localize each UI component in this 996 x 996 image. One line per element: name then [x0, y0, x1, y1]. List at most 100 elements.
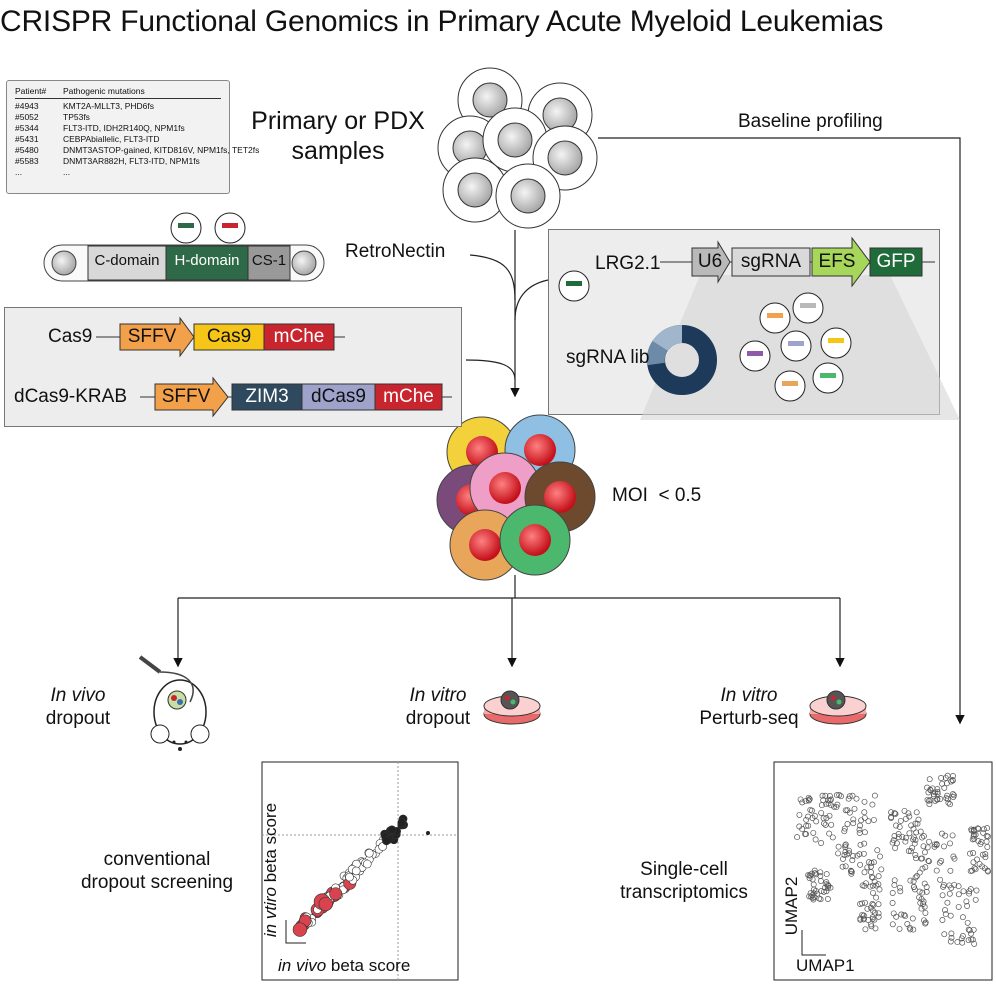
patient-id: #5431	[15, 134, 39, 144]
patient-mutations: TP53fs	[63, 112, 90, 122]
umap-point	[922, 864, 929, 871]
umap-point	[862, 899, 868, 906]
umap-point	[959, 939, 966, 946]
umap-point	[944, 792, 951, 799]
umap-point	[865, 917, 872, 923]
umap-point	[810, 829, 817, 836]
petri-dish-2	[809, 690, 867, 725]
umap-point	[874, 847, 881, 854]
umap-point	[870, 889, 876, 896]
umap-point	[913, 809, 920, 816]
umap-point	[888, 815, 895, 821]
umap-point	[856, 826, 863, 833]
umap-point	[807, 890, 814, 897]
umap-point	[875, 901, 882, 908]
patient-mutations: DNMT3AR882H, FLT3-ITD, NPM1fs	[63, 156, 200, 166]
umap-point	[919, 834, 926, 841]
umap-point	[826, 812, 833, 819]
umap-point	[948, 930, 955, 937]
umap-point	[983, 833, 990, 839]
umap-point	[820, 815, 827, 822]
umap-point	[959, 914, 966, 921]
umap-point	[823, 815, 830, 821]
umap-point	[859, 911, 866, 918]
umap-point	[907, 848, 914, 855]
patient-mutations: FLT3-ITD, IDH2R140Q, NPM1fs	[63, 123, 185, 133]
umap-point	[829, 834, 836, 841]
umap-point	[924, 796, 931, 803]
umap-point	[849, 857, 856, 864]
umap-ylabel: UMAP2	[782, 876, 801, 936]
umap-point	[895, 834, 902, 841]
cas9-name: Cas9	[48, 326, 93, 347]
umap-point	[970, 850, 977, 856]
umap-point	[871, 792, 878, 799]
umap-point	[863, 880, 869, 887]
c-domain-label: C-domain	[94, 252, 160, 269]
umap-point	[949, 791, 956, 798]
umap-point	[984, 825, 991, 832]
umap-point	[827, 884, 834, 891]
umap-point	[799, 826, 806, 833]
umap-point	[857, 841, 864, 848]
umap-point	[916, 894, 923, 901]
umap-point	[802, 831, 809, 837]
umap-point	[841, 852, 848, 858]
patient-row: #5431 CEBPAbiallelic, FLT3-ITD	[15, 134, 221, 145]
umap-point	[904, 921, 911, 927]
umap-point	[842, 844, 849, 851]
umap-point	[947, 840, 953, 847]
umap-point	[820, 888, 827, 895]
umap-point	[839, 863, 846, 870]
umap-point	[934, 790, 941, 797]
umap-point	[916, 869, 923, 876]
baseline-profiling-label: Baseline profiling	[738, 111, 883, 132]
branch-perturb-seq: In vitro Perturb-seq	[699, 685, 799, 729]
umap-point	[890, 837, 897, 844]
scatter-point	[426, 831, 430, 835]
umap-point	[817, 896, 824, 903]
retronectin-label: RetroNectin	[345, 241, 446, 262]
scatter-point	[318, 896, 333, 912]
umap-point	[920, 843, 927, 850]
patient-row: ......	[15, 167, 221, 178]
umap-point	[963, 898, 970, 905]
scatter-point	[345, 872, 354, 882]
patient-mutations: DNMT3ASTOP-gained, KITD816V, NPM1fs, TET…	[63, 145, 260, 155]
umap-point	[851, 805, 858, 812]
umap-point	[896, 823, 903, 830]
umap-xlabel: UMAP1	[796, 956, 855, 975]
umap-point	[914, 820, 921, 827]
umap-point	[805, 813, 811, 820]
umap-point	[927, 786, 934, 793]
umap-point	[816, 895, 823, 902]
umap-point	[918, 905, 925, 912]
umap-point	[982, 854, 989, 861]
sgrna-lib-donut	[646, 324, 717, 395]
branch-in-vivo: In vivo dropout	[45, 685, 111, 729]
umap-point	[913, 829, 920, 836]
umap-point	[856, 830, 863, 836]
umap-point	[844, 807, 851, 814]
scatter-point	[329, 887, 343, 901]
umap-point	[895, 831, 902, 837]
umap-point	[921, 880, 928, 887]
patient-mutations: CEBPAbiallelic, FLT3-ITD	[63, 134, 160, 144]
mouse-icon	[138, 655, 210, 751]
umap-point	[875, 910, 882, 917]
umap-point	[813, 818, 820, 825]
umap-point	[912, 852, 919, 858]
umap-point	[794, 834, 801, 841]
transduced-cells-cluster	[436, 414, 596, 581]
umap-point	[869, 901, 876, 907]
umap-point	[971, 940, 978, 947]
umap-point	[945, 799, 952, 806]
umap-point	[805, 794, 812, 801]
umap-point	[972, 866, 979, 873]
umap-point	[858, 817, 865, 824]
cs1-label: CS-1	[251, 252, 287, 269]
umap-point	[968, 930, 974, 937]
